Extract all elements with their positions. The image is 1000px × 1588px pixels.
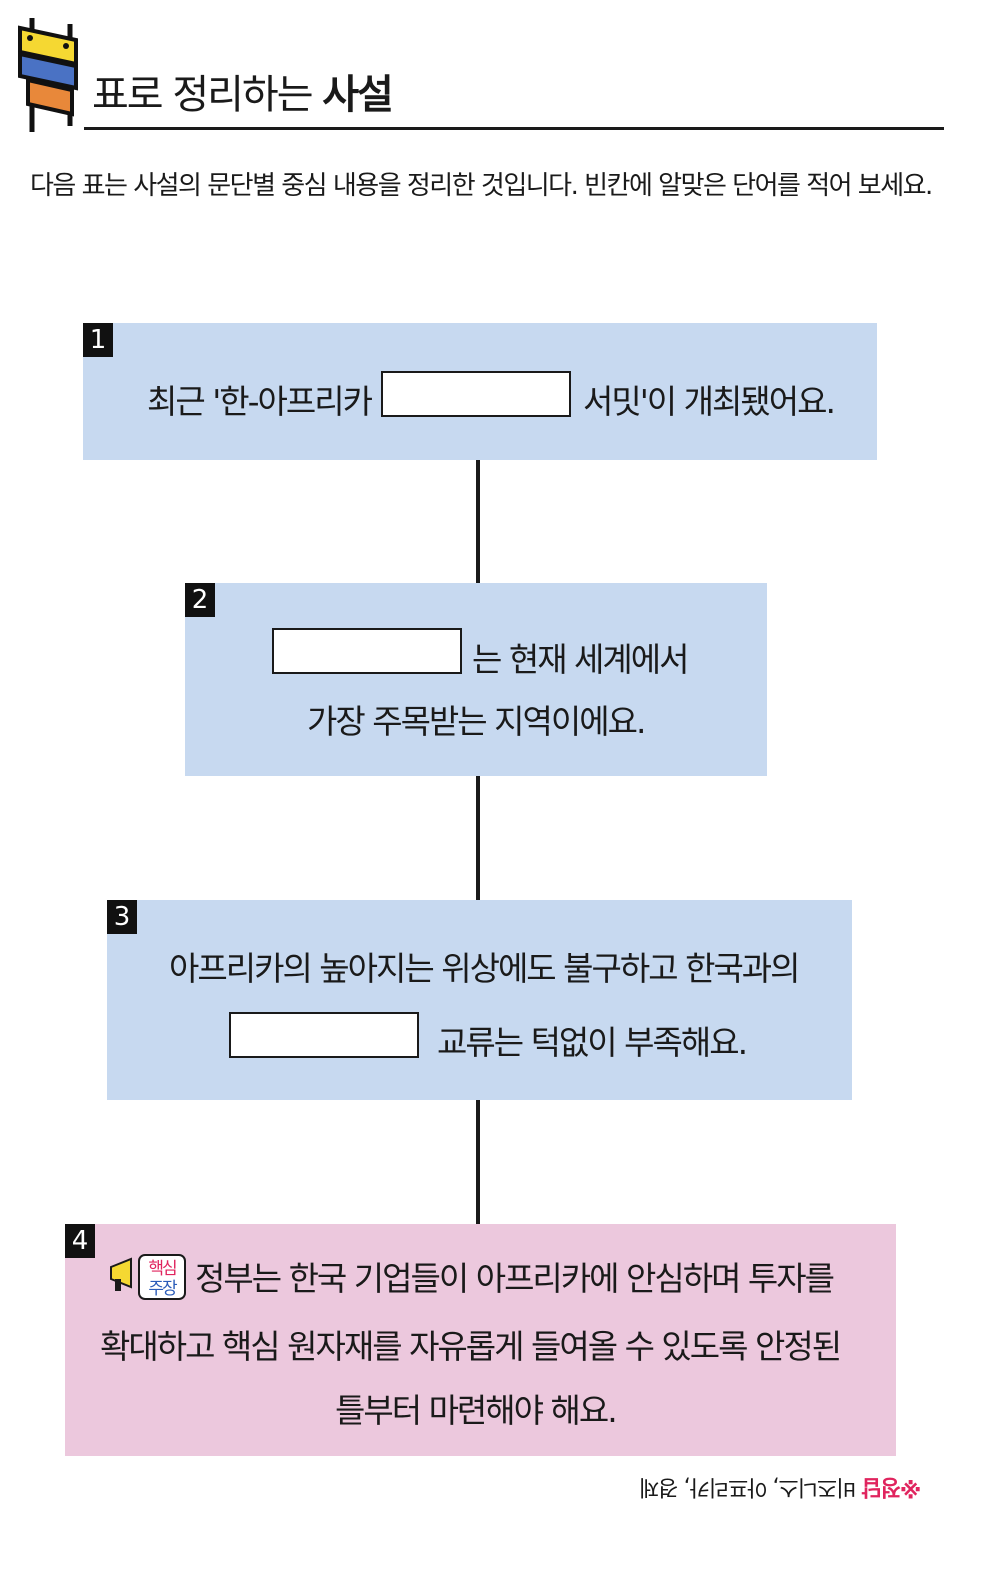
connector-line	[476, 1100, 480, 1224]
badge-label: 주장	[148, 1279, 178, 1299]
core-claim-badge: 핵심 주장	[109, 1253, 187, 1309]
connector-line	[476, 776, 480, 900]
step-box-3: 3 아프리카의 높아지는 위상에도 불구하고 한국과의 교류는 턱없이 부족해요…	[107, 900, 852, 1100]
step-box-1: 1 최근 '한-아프리카 서밋'이 개최됐어요.	[83, 323, 877, 460]
step-text: 최근 '한-아프리카	[147, 382, 373, 421]
claim-line-2: 확대하고 핵심 원자재를 자유롭게 들여올 수 있도록 안정된	[100, 1327, 842, 1366]
step-box-2: 2 는 현재 세계에서 가장 주목받는 지역이에요.	[185, 583, 767, 776]
stacked-plates-logo-icon	[18, 18, 78, 132]
answer-blank-3[interactable]	[229, 1012, 419, 1058]
step-text: 는 현재 세계에서	[472, 640, 689, 679]
step-number: 3	[107, 900, 137, 934]
claim-line-1: 핵심 주장 정부는 한국 기업들이 아프리카에 안심하며 투자를	[109, 1252, 835, 1309]
answer-blank-1[interactable]	[381, 371, 571, 417]
claim-text: 정부는 한국 기업들이 아프리카에 안심하며 투자를	[195, 1259, 835, 1298]
step-number: 1	[83, 323, 113, 357]
step-text: 아프리카의 높아지는 위상에도 불구하고 한국과의	[169, 949, 801, 988]
megaphone-icon: 핵심 주장	[110, 1253, 186, 1300]
step-text: 교류는 턱없이 부족해요.	[437, 1023, 748, 1062]
step-text: 서밋'이 개최됐어요.	[583, 382, 836, 421]
connector-line	[476, 460, 480, 583]
badge-label: 핵심	[148, 1259, 176, 1279]
claim-line-3: 틀부터 마련해야 해요.	[335, 1391, 618, 1430]
step-box-4-claim: 4 핵심 주장 정부는 한국 기업들이 아프리카에 안심하며 투자를 확대하고 …	[65, 1224, 896, 1456]
title-divider	[84, 127, 944, 130]
step-text: 가장 주목받는 지역이에요.	[307, 702, 646, 741]
answer-key-upside-down: ※정답 비즈니스, 아프리카, 경제	[640, 1474, 922, 1499]
answer-blank-2[interactable]	[272, 628, 462, 674]
step-number: 2	[185, 583, 215, 617]
page-title: 표로 정리하는 사설	[92, 72, 394, 118]
instruction-text: 다음 표는 사설의 문단별 중심 내용을 정리한 것입니다. 빈칸에 알맞은 단…	[30, 171, 933, 201]
step-number: 4	[65, 1224, 95, 1258]
